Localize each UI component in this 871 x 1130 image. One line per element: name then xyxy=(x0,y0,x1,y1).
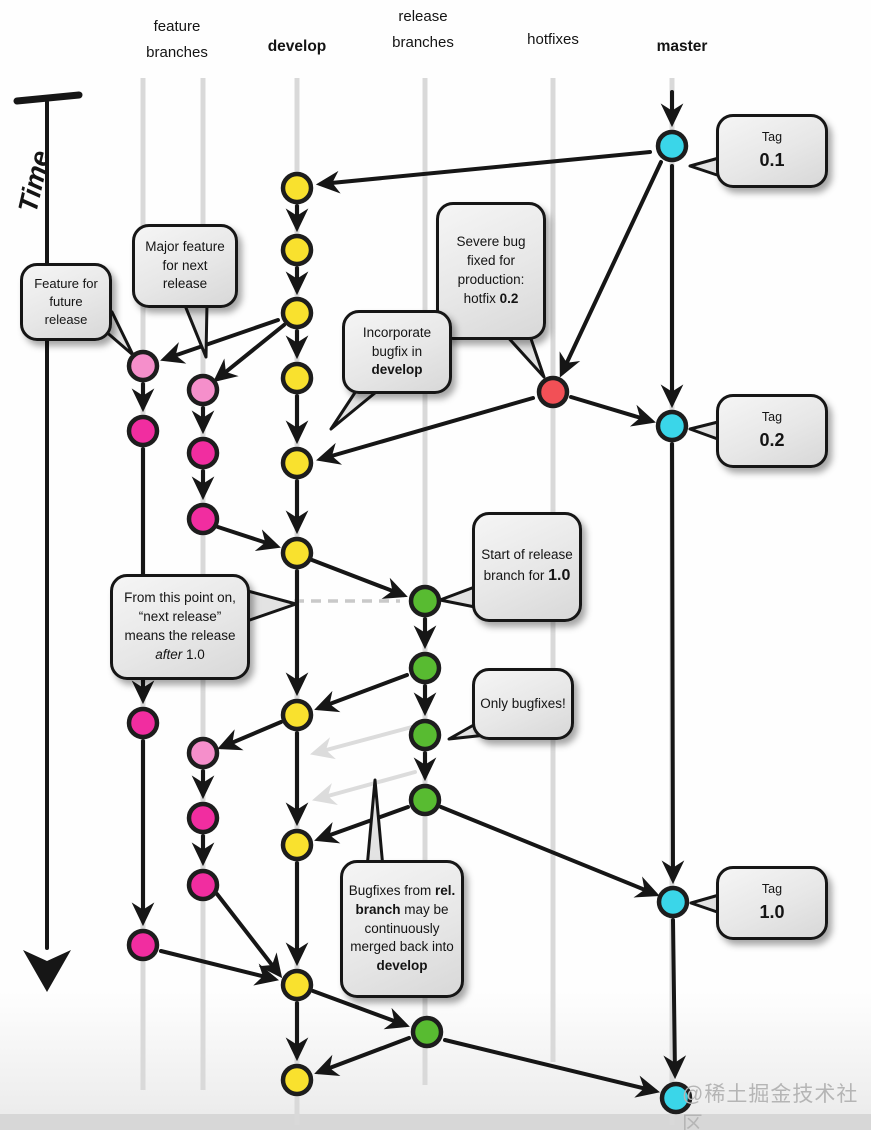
column-header-feature-branches: feature branches xyxy=(146,18,208,61)
tag-value: 0.1 xyxy=(759,149,785,170)
commit-arrow xyxy=(314,1036,411,1077)
commit-arrow xyxy=(217,720,283,751)
watermark: @稀土掘金技术社区 xyxy=(682,1083,859,1130)
commit-arrow xyxy=(160,318,280,364)
bubble-bugfixes-rel-branch: Bugfixes from rel. branch may be continu… xyxy=(340,860,464,998)
tail-from-point xyxy=(242,588,298,624)
feature-a-commit-1 xyxy=(126,349,160,383)
master-commit-bottom xyxy=(659,1081,693,1115)
commit-arrow xyxy=(443,1038,661,1098)
commit-arrow xyxy=(559,160,663,378)
feature-a-commit-2 xyxy=(126,414,160,448)
column-header-develop: develop xyxy=(267,38,327,55)
develop-commit-7 xyxy=(280,698,314,732)
release-commit-4 xyxy=(408,783,442,817)
column-header-hotfixes: hotfixes xyxy=(527,31,579,48)
commit-arrow xyxy=(310,558,408,599)
commit-arrow xyxy=(315,150,652,194)
time-axis-arrowhead-icon xyxy=(23,950,71,992)
commit-arrow xyxy=(159,949,280,986)
feature-b-commit-3 xyxy=(186,502,220,536)
bubble-text: Incorporate bugfix in develop xyxy=(362,324,432,378)
commit-arrow xyxy=(215,892,283,979)
tag-label: Tag xyxy=(761,410,783,425)
develop-commit-3 xyxy=(280,296,314,330)
feature-b-commit-2 xyxy=(186,436,220,470)
develop-commit-8 xyxy=(280,828,314,862)
bubble-severe-bug: Severe bug fixed for production: hotfix … xyxy=(436,202,546,340)
faded-merge-arrow xyxy=(312,770,417,806)
tail-incorporate xyxy=(329,386,383,431)
feature-b-commit-5 xyxy=(186,801,220,835)
develop-commit-2 xyxy=(280,233,314,267)
tag-value: 1.0 xyxy=(759,901,785,922)
bubble-tag-1-0: Tag 1.0 xyxy=(716,866,828,940)
develop-commit-4 xyxy=(280,361,314,395)
time-axis-label: Time xyxy=(13,148,56,216)
bubble-text: Start of release branch for 1.0 xyxy=(481,547,573,585)
feature-b-commit-1 xyxy=(186,373,220,407)
develop-commit-5 xyxy=(280,446,314,480)
feature-a-commit-3 xyxy=(126,706,160,740)
bubble-from-this-point: From this point on, “next release” means… xyxy=(110,574,250,680)
bubble-text: Severe bug fixed for production: hotfix … xyxy=(456,234,526,306)
bubble-text: Bugfixes from rel. branch may be continu… xyxy=(348,882,456,974)
tag-label: Tag xyxy=(761,882,783,897)
commit-arrow xyxy=(316,396,535,465)
column-header-release-branches: release branches xyxy=(392,8,454,51)
develop-commit-6 xyxy=(280,536,314,570)
master-commit-tag-0-1 xyxy=(655,129,689,163)
bubble-incorporate-bugfix: Incorporate bugfix in develop xyxy=(342,310,452,394)
develop-commit-10 xyxy=(280,1063,314,1097)
release-commit-1 xyxy=(408,584,442,618)
develop-commit-1 xyxy=(280,171,314,205)
bubble-text: Only bugfixes! xyxy=(480,695,566,711)
bubble-tag-0-1: Tag 0.1 xyxy=(716,114,828,188)
develop-commit-9 xyxy=(280,968,314,1002)
faded-merge-arrow xyxy=(310,725,414,760)
commit-arrow xyxy=(661,442,685,885)
release-commit-2 xyxy=(408,651,442,685)
bubble-text: Major feature for next release xyxy=(145,238,225,292)
bubble-text: Feature for future release xyxy=(34,275,98,328)
column-header-master: master xyxy=(656,38,708,55)
bottom-bar xyxy=(0,1114,871,1130)
bubble-major-feature: Major feature for next release xyxy=(132,224,238,308)
time-axis-top-bar xyxy=(13,91,83,105)
master-commit-tag-1-0 xyxy=(656,885,690,919)
feature-b-commit-4 xyxy=(186,736,220,770)
commit-arrow xyxy=(663,918,687,1080)
bubble-feature-future: Feature for future release xyxy=(20,263,112,341)
commit-arrow xyxy=(314,805,410,844)
bubble-tag-0-2: Tag 0.2 xyxy=(716,394,828,468)
feature-b-commit-6 xyxy=(186,868,220,902)
commit-arrow xyxy=(314,673,409,713)
bubble-text: From this point on, “next release” means… xyxy=(124,590,236,662)
tag-label: Tag xyxy=(761,130,783,145)
commit-arrow xyxy=(311,989,410,1030)
commit-arrow xyxy=(569,395,656,427)
bubble-start-release: Start of release branch for 1.0 xyxy=(472,512,582,622)
commit-arrow xyxy=(212,323,286,383)
feature-a-commit-4 xyxy=(126,928,160,962)
tag-value: 0.2 xyxy=(759,429,785,450)
hotfix-commit xyxy=(536,375,570,409)
master-commit-tag-0-2 xyxy=(655,409,689,443)
release-commit-5 xyxy=(410,1015,444,1049)
tail-bugfixes-rel xyxy=(365,778,385,870)
commit-arrow xyxy=(439,805,660,898)
release-commit-3 xyxy=(408,718,442,752)
commit-arrow xyxy=(216,525,281,552)
bubble-only-bugfixes: Only bugfixes! xyxy=(472,668,574,740)
